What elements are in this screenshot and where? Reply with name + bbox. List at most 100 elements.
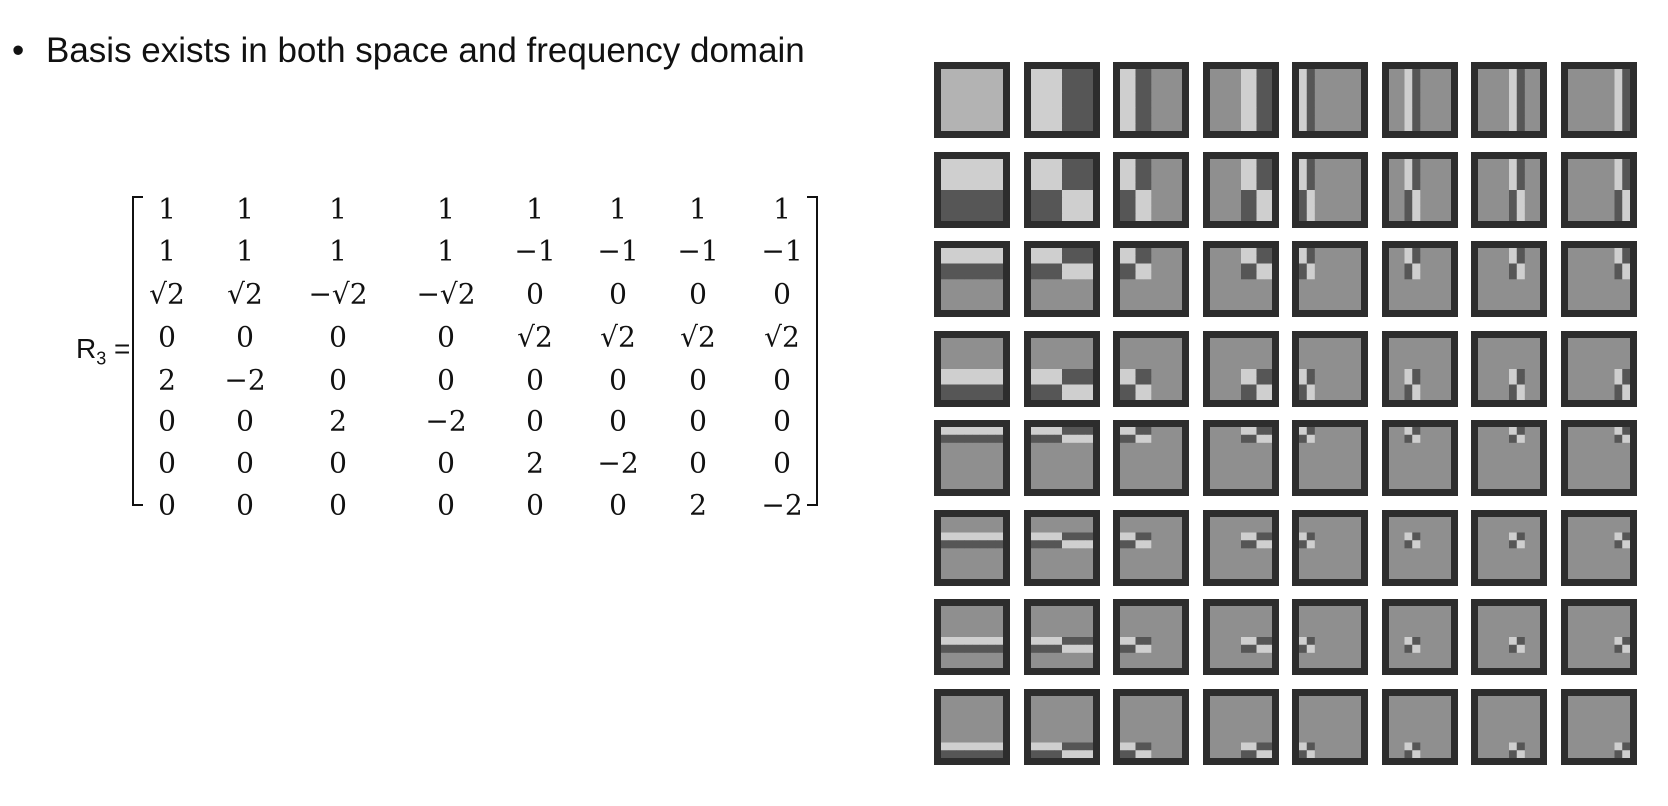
matrix-label-letter: R	[76, 333, 97, 364]
basis-image	[1113, 241, 1189, 317]
matrix-cell: −1	[597, 234, 639, 268]
matrix-cell: 0	[158, 320, 176, 354]
matrix-cell: √2	[764, 320, 800, 354]
matrix-cell: √2	[517, 320, 553, 354]
basis-image	[1292, 420, 1368, 496]
matrix-cell: −2	[597, 446, 639, 480]
matrix-cell: 1	[526, 192, 544, 226]
matrix-cell: 0	[609, 404, 627, 438]
matrix-cell: 0	[236, 320, 254, 354]
basis-image	[1113, 420, 1189, 496]
basis-image	[934, 599, 1010, 675]
matrix-cell: 0	[526, 488, 544, 522]
basis-image	[1202, 509, 1279, 586]
bullet-text: Basis exists in both space and frequency…	[46, 31, 805, 70]
basis-image	[1471, 241, 1547, 317]
basis-image	[1560, 62, 1637, 138]
matrix-cell: 1	[158, 234, 176, 268]
basis-image	[1292, 599, 1368, 675]
haar-basis-image-grid	[934, 62, 1642, 770]
basis-image	[1023, 62, 1100, 138]
basis-image	[1113, 62, 1189, 138]
matrix-cell: 0	[329, 363, 347, 397]
basis-image	[1381, 688, 1458, 765]
matrix-cell: 0	[437, 488, 455, 522]
basis-image	[1202, 330, 1279, 407]
basis-image	[1560, 599, 1637, 675]
basis-image	[1023, 151, 1100, 228]
basis-image	[934, 151, 1010, 228]
matrix-cell: 0	[437, 320, 455, 354]
basis-image	[1381, 62, 1458, 138]
basis-image	[1202, 151, 1279, 228]
basis-image	[1023, 509, 1100, 586]
matrix-cell: 0	[236, 488, 254, 522]
basis-image	[934, 509, 1010, 586]
matrix-cell: 1	[236, 234, 254, 268]
basis-image	[1113, 151, 1189, 228]
basis-image	[1381, 509, 1458, 586]
basis-image	[1023, 688, 1100, 765]
matrix-cell: 0	[689, 404, 707, 438]
matrix-cell: 0	[526, 277, 544, 311]
matrix-cell: 0	[526, 363, 544, 397]
matrix-cell: 2	[526, 446, 544, 480]
matrix-cell: √2	[600, 320, 636, 354]
matrix-cell: 0	[609, 363, 627, 397]
matrix-cell: √2	[149, 277, 185, 311]
basis-image	[1023, 599, 1100, 675]
basis-image	[1560, 241, 1637, 317]
matrix-cell: 0	[158, 446, 176, 480]
matrix-cell: 2	[689, 488, 707, 522]
matrix-cell: 1	[437, 192, 455, 226]
matrix-cell: −2	[425, 404, 467, 438]
matrix-cell: −1	[514, 234, 556, 268]
matrix-cell: 1	[689, 192, 707, 226]
matrix-cell: 0	[689, 277, 707, 311]
matrix-cell: 0	[329, 488, 347, 522]
bullet-point: •Basis exists in both space and frequenc…	[12, 28, 805, 74]
basis-image	[1113, 509, 1189, 586]
matrix-cell: 0	[609, 277, 627, 311]
matrix-cell: 0	[329, 446, 347, 480]
basis-image	[934, 330, 1010, 407]
basis-image	[1202, 420, 1279, 496]
matrix-cell: 1	[329, 192, 347, 226]
basis-image	[1113, 330, 1189, 407]
basis-image	[1471, 62, 1547, 138]
basis-image	[1471, 688, 1547, 765]
basis-image	[1381, 599, 1458, 675]
matrix-cell: 1	[158, 192, 176, 226]
matrix-cell: 2	[158, 363, 176, 397]
matrix-cell: −√2	[308, 277, 368, 311]
basis-image	[1381, 330, 1458, 407]
basis-image	[1471, 599, 1547, 675]
basis-image	[1560, 420, 1637, 496]
matrix-cell: 0	[689, 446, 707, 480]
matrix-label: R3 =	[76, 333, 130, 370]
basis-image	[1381, 420, 1458, 496]
basis-image	[1292, 62, 1368, 138]
basis-image	[1381, 151, 1458, 228]
basis-image	[1560, 330, 1637, 407]
matrix-cell: 0	[329, 320, 347, 354]
basis-image	[1202, 241, 1279, 317]
basis-image	[1560, 509, 1637, 586]
matrix-cell: 0	[773, 404, 791, 438]
matrix-label-subscript: 3	[96, 348, 107, 369]
matrix-cell: 0	[773, 446, 791, 480]
basis-image	[934, 241, 1010, 317]
matrix-cell: −2	[761, 488, 803, 522]
basis-image	[934, 420, 1010, 496]
matrix-cell: 1	[437, 234, 455, 268]
basis-image	[1471, 420, 1547, 496]
matrix-cell: 0	[609, 488, 627, 522]
matrix-right-bracket	[807, 196, 818, 506]
basis-image	[1023, 241, 1100, 317]
matrix-cell: √2	[680, 320, 716, 354]
matrix-cell: 0	[437, 446, 455, 480]
matrix-left-bracket	[132, 196, 143, 506]
matrix-cell: 1	[236, 192, 254, 226]
matrix-cell: √2	[227, 277, 263, 311]
basis-image	[1381, 241, 1458, 317]
